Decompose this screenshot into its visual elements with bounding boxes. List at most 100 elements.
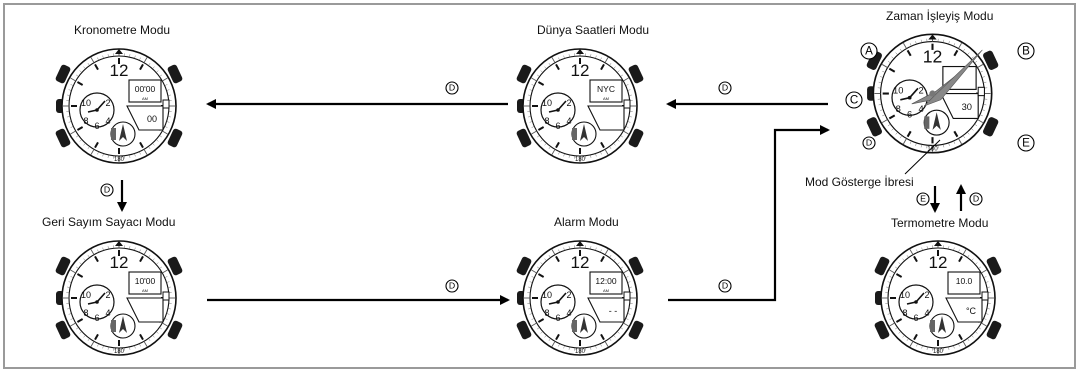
bezel-marker <box>115 241 123 246</box>
subdial-numeral: 2 <box>918 86 923 96</box>
subdial-numeral: 8 <box>83 116 88 126</box>
bezel-marker <box>576 49 584 54</box>
lcd-lower <box>587 297 625 323</box>
button-letter: E <box>1022 137 1030 150</box>
button-letter: C <box>850 94 858 107</box>
subdial-numeral: 10 <box>542 98 552 108</box>
subdial-numeral: 8 <box>544 308 549 318</box>
pusher <box>516 128 532 148</box>
mode-indicator-label: Mod Gösterge İbresi <box>805 175 914 189</box>
numeral-12: 12 <box>110 61 129 80</box>
subdial-numeral: 10 <box>900 290 910 300</box>
button-letter: D <box>973 194 979 204</box>
pusher <box>866 117 882 137</box>
subdial-numeral: 8 <box>83 308 88 318</box>
pusher <box>516 256 532 276</box>
mode-indicator-leader <box>904 139 941 175</box>
lcd-sub-value: AM <box>142 96 148 101</box>
d-button-marker: D <box>100 183 114 197</box>
pusher <box>986 256 1002 276</box>
thermometer-mode-label: Termometre Modu <box>891 216 989 230</box>
d-button-marker: D <box>969 192 983 206</box>
subdial-numeral: 2 <box>566 98 571 108</box>
d-button-marker: D <box>445 81 459 95</box>
pusher <box>516 320 532 340</box>
pusher <box>55 128 71 148</box>
button-letter: D <box>866 138 872 148</box>
subdial-numeral: 8 <box>902 308 907 318</box>
subdial-numeral: 4 <box>918 104 923 114</box>
pusher <box>874 320 890 340</box>
bezel-180: 180 <box>575 157 586 163</box>
b-button-marker: B <box>1017 42 1035 60</box>
subdial-numeral: 10 <box>81 98 91 108</box>
bezel-180: 180 <box>114 157 125 163</box>
lcd-sub-value: AM <box>603 96 609 101</box>
pusher <box>55 256 71 276</box>
bezel-180: 180 <box>114 349 125 355</box>
button-letter: A <box>865 45 873 58</box>
subdial-numeral: 2 <box>924 290 929 300</box>
lcd-lower <box>939 92 979 120</box>
pusher <box>983 50 999 70</box>
lcd-upper <box>589 271 623 295</box>
numeral-12: 12 <box>110 253 129 272</box>
button-letter: E <box>920 194 926 204</box>
a-button-marker: A <box>860 42 878 60</box>
subdial-numeral: 4 <box>924 308 929 318</box>
pusher <box>628 320 644 340</box>
pusher <box>167 256 183 276</box>
timekeeping-mode-label: Zaman İşleyiş Modu <box>886 9 994 23</box>
lcd-lower <box>126 297 164 323</box>
pusher <box>167 320 183 340</box>
subdial-numeral: 4 <box>105 116 110 126</box>
subdial-numeral: 4 <box>105 308 110 318</box>
lcd-upper <box>128 271 162 295</box>
subdial-numeral: 8 <box>896 104 901 114</box>
lcd-lower <box>126 105 164 131</box>
bezel-marker <box>934 241 942 246</box>
subdial-numeral: 6 <box>555 313 560 323</box>
numeral-12: 12 <box>929 253 948 272</box>
countdown-mode-label: Geri Sayım Sayacı Modu <box>42 215 176 229</box>
pusher <box>874 256 890 276</box>
diagram-frame <box>3 3 1076 369</box>
bezel-180: 180 <box>575 349 586 355</box>
bezel-marker <box>576 241 584 246</box>
button-letter: D <box>449 83 455 93</box>
lcd-top-value: 12:00 <box>595 276 617 286</box>
lcd-top-value: NYC <box>597 84 615 94</box>
button-letter: D <box>449 281 455 291</box>
lcd-sub-value: AM <box>603 288 609 293</box>
pusher <box>628 64 644 84</box>
lcd-bottom-value: - - <box>609 306 618 316</box>
arrow-alarm-to-timekeeping <box>668 125 830 302</box>
d-button-marker: D <box>445 279 459 293</box>
c-button-marker: C <box>845 91 863 109</box>
e-button-marker: E <box>916 192 930 206</box>
button-letter: D <box>722 83 728 93</box>
lcd-sub-value: AM <box>142 288 148 293</box>
numeral-12: 12 <box>571 61 590 80</box>
subdial-numeral: 6 <box>94 121 99 131</box>
bezel-marker <box>928 34 937 40</box>
pusher <box>55 320 71 340</box>
d-button-marker: D <box>718 279 732 293</box>
alarm-mode-label: Alarm Modu <box>554 215 619 229</box>
button-letter: B <box>1022 45 1030 58</box>
lcd-top-value: 00'00 <box>135 84 156 94</box>
lcd-upper <box>947 271 981 295</box>
bezel-180: 180 <box>927 146 938 153</box>
subdial-numeral: 6 <box>907 109 912 119</box>
pusher <box>628 256 644 276</box>
pusher <box>55 64 71 84</box>
d-button-marker: D <box>718 81 732 95</box>
subdial-numeral: 10 <box>893 86 903 96</box>
numeral-12: 12 <box>923 46 943 66</box>
